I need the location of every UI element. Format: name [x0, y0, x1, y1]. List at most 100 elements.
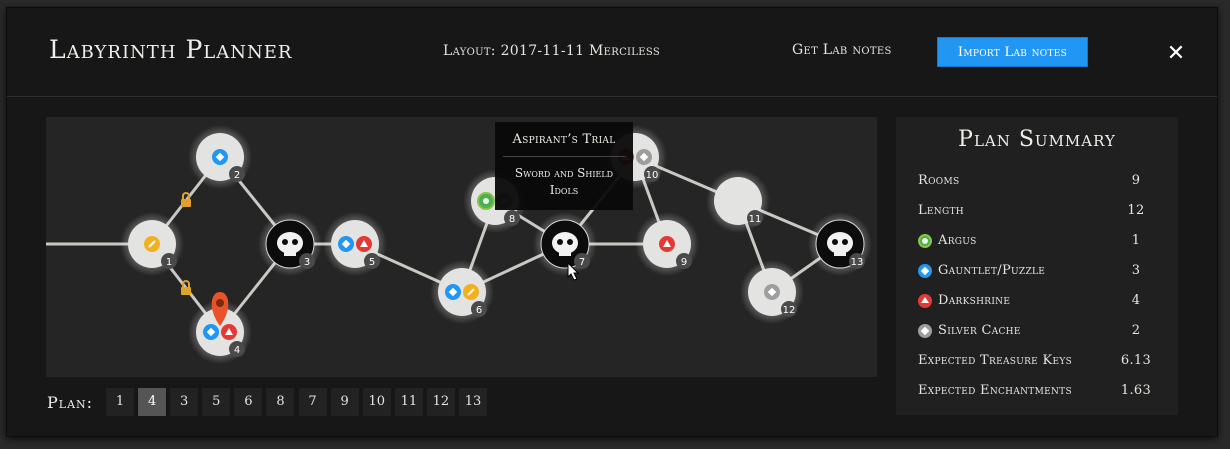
plan-step-button[interactable]: 10: [362, 388, 391, 416]
trial-icon: [827, 232, 853, 254]
summary-row-label: Darkshrine: [918, 293, 1010, 308]
summary-row-label: Length: [918, 203, 964, 218]
summary-row: Silver Cache 2: [918, 323, 1156, 343]
plan-step-button[interactable]: 13: [459, 388, 488, 416]
summary-value: 3: [1131, 263, 1141, 278]
get-lab-notes-link[interactable]: Get Lab notes: [792, 42, 892, 58]
room-number: 3: [304, 257, 310, 268]
summary-row: Darkshrine 4: [918, 293, 1156, 313]
room-node[interactable]: 13: [808, 212, 872, 276]
plan-step-button[interactable]: 8: [266, 388, 295, 416]
lock-icon: [181, 280, 191, 295]
room-number: 8: [509, 214, 515, 225]
room-number: 9: [681, 257, 687, 268]
room-node[interactable]: 3: [258, 212, 322, 276]
room-number: 4: [234, 345, 240, 356]
close-icon[interactable]: ✕: [1166, 41, 1186, 66]
gauntlet-icon: [918, 263, 932, 278]
lock-body: [181, 199, 191, 207]
room-number: 7: [579, 257, 585, 268]
summary-row-label: Silver Cache: [918, 323, 1021, 338]
room-node[interactable]: 1: [120, 212, 184, 276]
summary-value: 9: [1131, 173, 1141, 188]
room-number: 1: [166, 257, 172, 268]
trial-icon-jaw: [284, 250, 296, 256]
room-number-badge: [471, 301, 487, 317]
plan-step-button[interactable]: 6: [234, 388, 263, 416]
summary-row: Gauntlet/Puzzle 3: [918, 263, 1156, 283]
plan-step-button[interactable]: 12: [426, 388, 455, 416]
gauntlet-icon-glyph: [448, 287, 458, 297]
layout-label: Layout: 2017-11-11 Merciless: [443, 43, 660, 59]
summary-value: 2: [1131, 323, 1141, 338]
plan-step-button[interactable]: 7: [298, 388, 327, 416]
room-node[interactable]: 12: [740, 260, 804, 324]
trial-icon-eye: [292, 239, 298, 245]
page-title: Labyrinth Planner: [49, 35, 293, 64]
summary-value: 6.13: [1120, 353, 1152, 368]
room-number-badge: [504, 210, 520, 226]
room-number-badge: [849, 253, 865, 269]
room-number-badge: [644, 166, 660, 182]
room-number-badge: [229, 166, 245, 182]
plan-summary-title: Plan Summary: [958, 127, 1116, 152]
trial-icon: [277, 232, 303, 254]
room-number: 10: [646, 170, 659, 181]
room-number-badge: [229, 341, 245, 357]
trial-icon: [552, 232, 578, 254]
room-number-badge: [781, 301, 797, 317]
summary-label-text: Expected Enchantments: [918, 383, 1072, 398]
trial-icon-jaw: [559, 250, 571, 256]
plan-step-button[interactable]: 3: [170, 388, 199, 416]
modal-header: Labyrinth Planner Layout: 2017-11-11 Mer…: [7, 8, 1217, 97]
room-node[interactable]: 9: [635, 212, 699, 276]
tooltip-room-detail: Sword and Shield Idols: [514, 166, 614, 197]
plan-step-button[interactable]: 1: [106, 388, 134, 416]
room-tooltip: Aspirant’s Trial Sword and Shield Idols: [495, 122, 633, 210]
summary-label-text: Darkshrine: [938, 293, 1011, 308]
summary-value: 4: [1131, 293, 1141, 308]
lock-body: [181, 287, 191, 295]
summary-row-label: Gauntlet/Puzzle: [918, 263, 1045, 278]
key-icon-glyph: [467, 288, 475, 296]
argus-icon-glyph: [483, 198, 489, 204]
argus-icon: [918, 233, 932, 248]
room-node[interactable]: 6: [430, 260, 494, 324]
summary-label-text: Silver Cache: [938, 323, 1021, 338]
room-node[interactable]: 5: [323, 212, 387, 276]
lock-icon: [181, 192, 191, 207]
import-lab-notes-button[interactable]: Import Lab notes: [937, 37, 1088, 67]
room-number-badge: [574, 253, 590, 269]
location-pin-dot: [216, 299, 224, 307]
room-number: 2: [234, 170, 240, 181]
room-number: 13: [851, 257, 864, 268]
labyrinth-planner-modal: Labyrinth Planner Layout: 2017-11-11 Mer…: [6, 7, 1218, 437]
trial-icon-jaw: [834, 250, 846, 256]
darkshrine-icon-glyph: [225, 328, 233, 335]
key-icon-glyph: [148, 240, 156, 248]
darkshrine-icon-glyph: [360, 240, 368, 247]
room-number: 6: [476, 305, 482, 316]
summary-row-label: Expected Enchantments: [918, 383, 1072, 398]
silver-cache-icon-glyph: [767, 287, 777, 297]
summary-label-text: Expected Treasure Keys: [918, 353, 1073, 368]
summary-label-text: Gauntlet/Puzzle: [938, 263, 1046, 278]
room-node[interactable]: 4: [188, 300, 252, 364]
summary-label-text: Rooms: [918, 173, 960, 188]
plan-step-button[interactable]: 4: [138, 388, 167, 416]
summary-row-label: Argus: [918, 233, 977, 248]
room-node[interactable]: 11: [706, 169, 770, 233]
hand-pointer-cursor-icon: [567, 261, 580, 281]
location-pin-icon: [211, 292, 229, 326]
plan-step-button[interactable]: 9: [330, 388, 359, 416]
plan-step-button[interactable]: 11: [394, 388, 423, 416]
room-node[interactable]: 7: [533, 212, 597, 276]
plan-step-button[interactable]: 5: [202, 388, 231, 416]
location-pin-shape: [211, 292, 229, 326]
room-node[interactable]: 2: [188, 125, 252, 189]
